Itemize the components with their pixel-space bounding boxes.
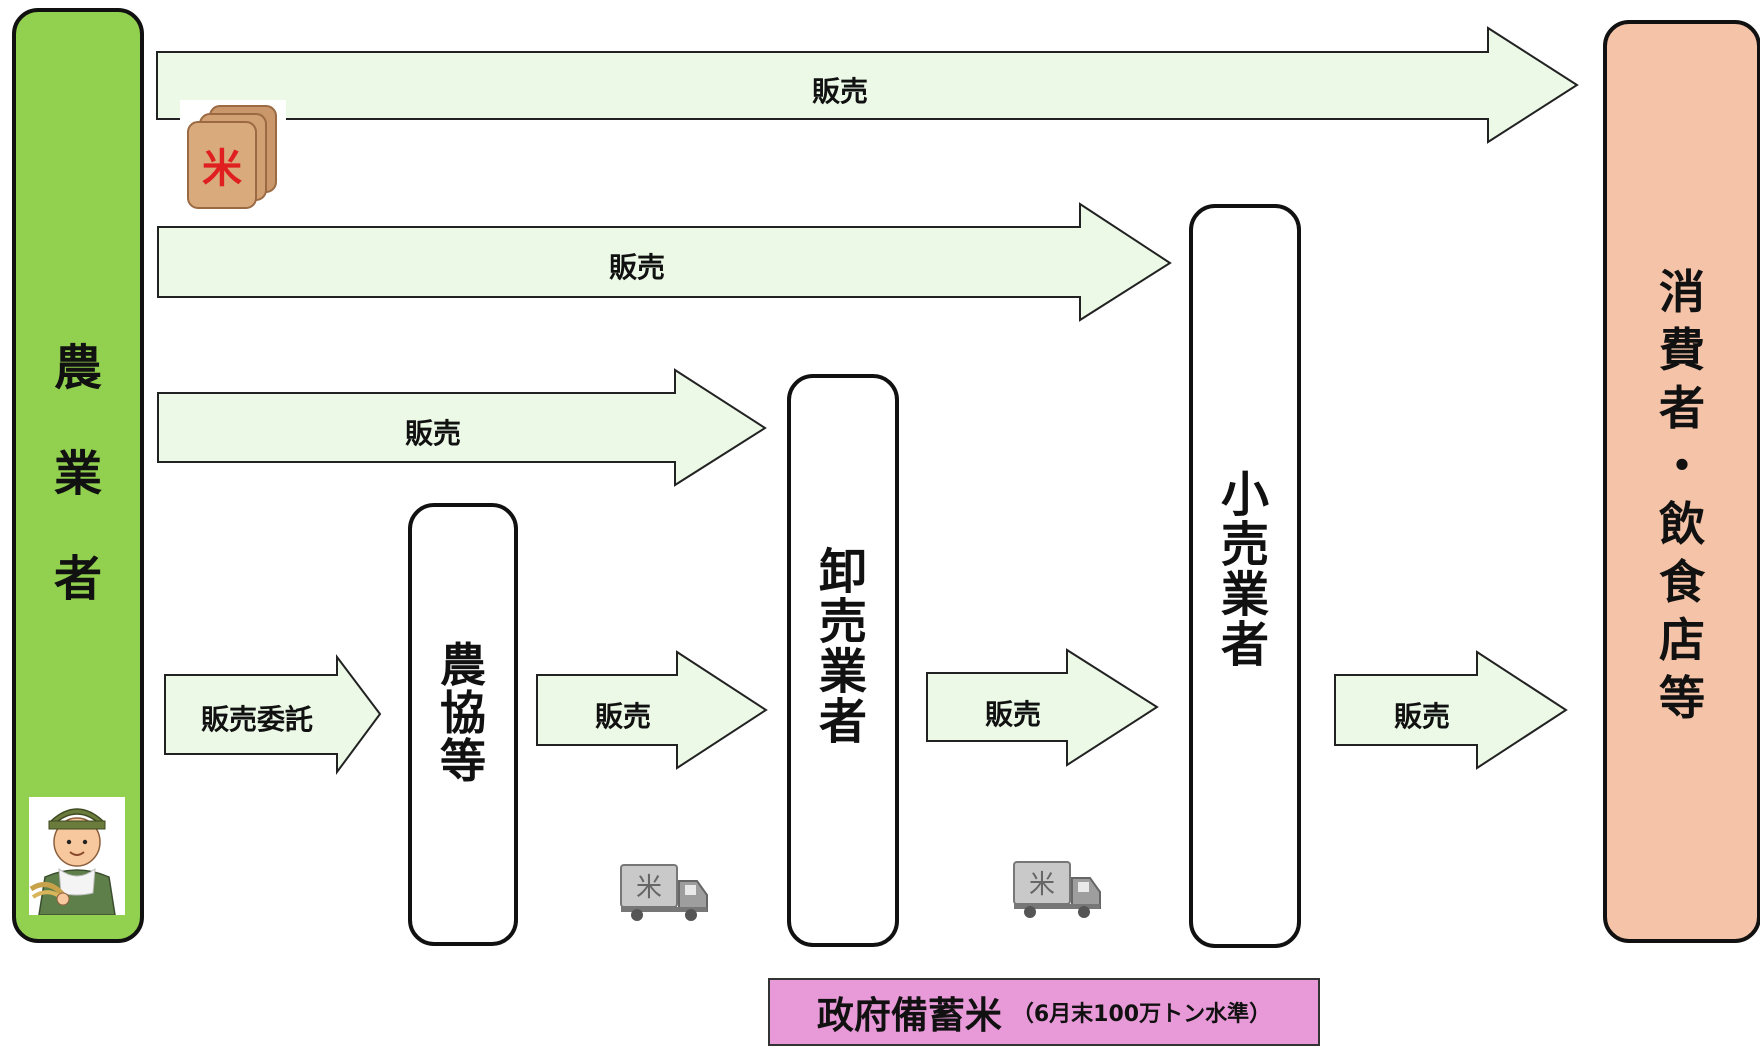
truck-icon: 米 bbox=[1010, 858, 1106, 922]
rice-bag-glyph: 米 bbox=[202, 146, 242, 192]
arrow-label-third: 販売 bbox=[404, 417, 461, 450]
arrow-top bbox=[156, 26, 1579, 144]
consumer-label: 消 費 者 ・ 飲 食 店 等 bbox=[1659, 265, 1705, 725]
arrow-to-wholesaler bbox=[536, 650, 768, 770]
arrow-to-retailer bbox=[926, 648, 1159, 767]
farmer-icon bbox=[29, 797, 125, 915]
arrow-label-to-wholesaler: 販売 bbox=[594, 700, 651, 733]
truck-icon: 米 bbox=[617, 861, 713, 925]
nokyo-label: 農 協 等 bbox=[440, 638, 486, 788]
arrow-label-second: 販売 bbox=[608, 251, 665, 284]
consumer-box: 消 費 者 ・ 飲 食 店 等 bbox=[1603, 20, 1760, 943]
wholesaler-label: 卸 売 業 者 bbox=[818, 544, 867, 750]
reserve-subtitle: （6月末100万トン水準） bbox=[1011, 1002, 1272, 1027]
farmer-box: 農 業 者 bbox=[12, 8, 144, 943]
arrow-label-to-retailer: 販売 bbox=[984, 698, 1041, 731]
rice-bag-icon: 米 bbox=[180, 100, 286, 212]
truck-glyph: 米 bbox=[1029, 870, 1055, 900]
retailer-label: 小 売 業 者 bbox=[1220, 467, 1269, 673]
nokyo-box: 農 協 等 bbox=[408, 503, 518, 946]
truck-glyph: 米 bbox=[636, 873, 662, 903]
retailer-box: 小 売 業 者 bbox=[1189, 204, 1301, 948]
arrow-second bbox=[157, 202, 1172, 322]
arrow-third bbox=[157, 368, 767, 487]
reserve-title: 政府備蓄米 bbox=[816, 994, 1002, 1037]
government-reserve-box: 政府備蓄米 （6月末100万トン水準） bbox=[768, 978, 1320, 1046]
arrow-label-consign: 販売委託 bbox=[200, 703, 313, 736]
arrow-to-consumer bbox=[1334, 650, 1568, 770]
arrow-label-top: 販売 bbox=[811, 75, 868, 108]
arrow-label-to-consumer: 販売 bbox=[1393, 700, 1450, 733]
arrow-consign bbox=[164, 654, 382, 776]
wholesaler-box: 卸 売 業 者 bbox=[787, 374, 899, 947]
farmer-label: 農 業 者 bbox=[53, 340, 102, 608]
